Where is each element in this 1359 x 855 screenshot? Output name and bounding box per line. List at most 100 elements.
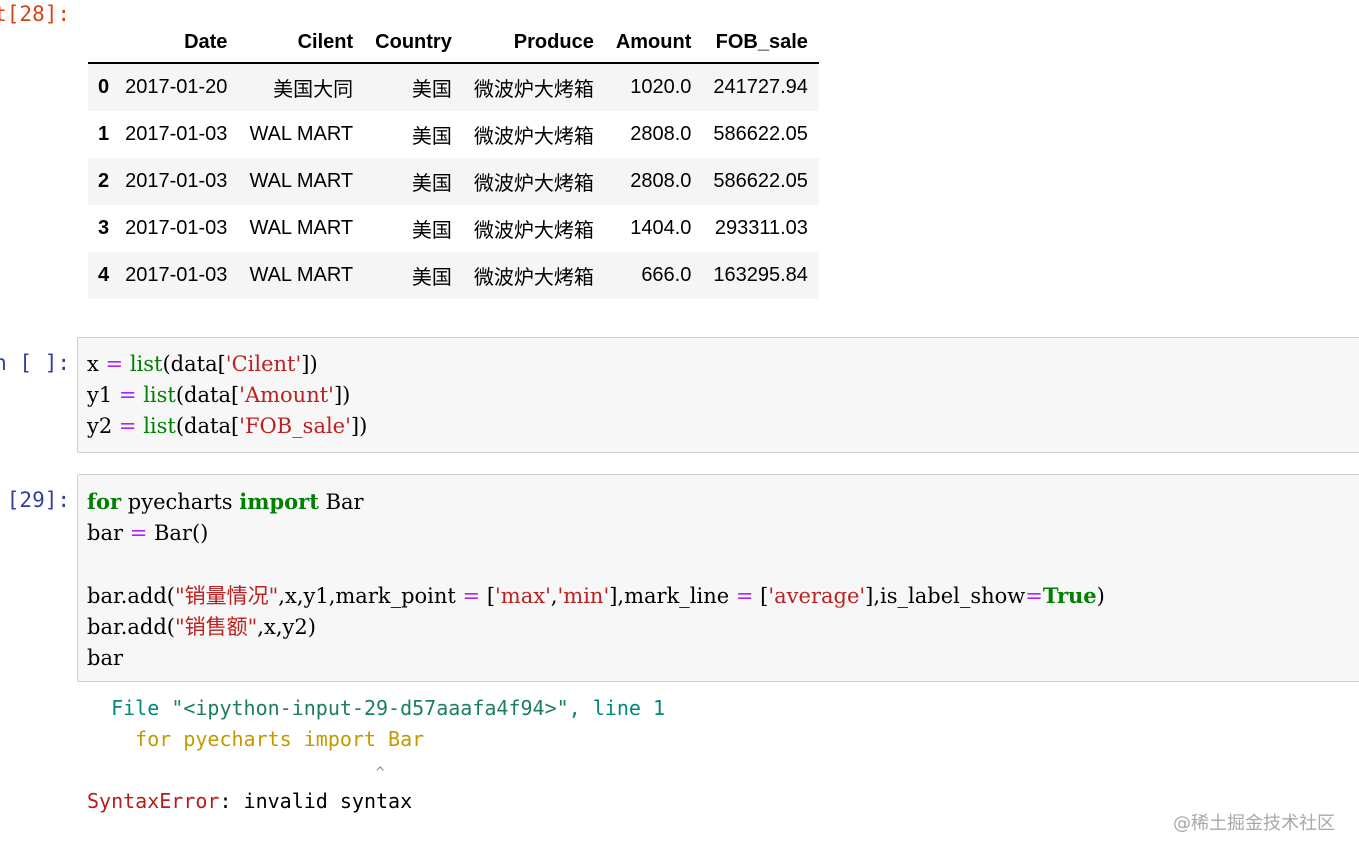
code-text: x	[87, 352, 106, 376]
table-row: 2 2017-01-03 WAL MART 美国 微波炉大烤箱 2808.0 5…	[88, 158, 819, 205]
code-text: ,x,y2)	[257, 615, 316, 639]
code-operator: =	[105, 352, 124, 376]
row-index: 3	[98, 217, 110, 239]
code-cell-2[interactable]: for pyecharts import Bar bar = Bar() bar…	[77, 474, 1359, 682]
cell-produce: 微波炉大烤箱	[473, 126, 594, 148]
error-message: : invalid syntax	[219, 789, 413, 813]
code-text: ])	[301, 352, 318, 376]
code-operator: =	[129, 521, 148, 545]
col-fob-header: FOB_sale	[715, 30, 808, 53]
cell-client: WAL MART	[249, 264, 354, 286]
input-prompt-29: [29]:	[6, 488, 70, 512]
col-country-header: Country	[375, 30, 452, 53]
code-text: bar	[87, 646, 124, 670]
code-text: ],is_label_show	[865, 584, 1026, 608]
code-text: y2	[87, 414, 119, 438]
cell-fob: 241727.94	[713, 76, 808, 98]
code-text: ])	[350, 414, 368, 438]
cell-client: 美国大同	[273, 79, 354, 101]
output-prompt-28: t[28]:	[0, 2, 70, 26]
col-amount-header: Amount	[615, 30, 692, 53]
cell-fob: 293311.03	[714, 217, 808, 239]
cell-fob: 586622.05	[713, 123, 808, 145]
code-keyword-true: True	[1042, 583, 1097, 608]
code-text: bar	[87, 521, 130, 545]
traceback-code-line: for pyecharts import Bar	[135, 727, 425, 751]
table-row: 3 2017-01-03 WAL MART 美国 微波炉大烤箱 1404.0 2…	[88, 205, 819, 252]
cell-country: 美国	[411, 173, 452, 195]
code-string: 'average'	[768, 584, 866, 608]
dataframe-table: Date Cilent Country Produce Amount FOB_s…	[88, 22, 819, 299]
col-produce-header: Produce	[513, 30, 594, 53]
table-header-row: Date Cilent Country Produce Amount FOB_s…	[88, 22, 819, 63]
code-string: "销售额"	[174, 615, 258, 639]
code-text: y1	[87, 383, 119, 407]
code-text: pyecharts	[121, 490, 240, 514]
cell-date: 2017-01-03	[125, 264, 228, 286]
error-name: SyntaxError	[87, 789, 220, 813]
row-index: 4	[98, 264, 110, 286]
cell-amount: 2808.0	[630, 123, 692, 145]
code-operator: =	[118, 383, 137, 407]
code-text: Bar()	[147, 521, 209, 545]
error-traceback: File "<ipython-input-29-d57aaafa4f94>", …	[87, 693, 665, 817]
cell-client: WAL MART	[249, 123, 354, 145]
col-date-header: Date	[184, 30, 228, 53]
code-string: 'max'	[495, 584, 551, 608]
code-string: 'Cilent'	[225, 352, 302, 376]
code-builtin: list	[129, 352, 163, 376]
code-text: (data[	[175, 383, 240, 407]
code-text: bar.add(	[87, 584, 175, 608]
code-text: (data[	[175, 414, 240, 438]
code-text: ,x,y1,mark_point	[278, 584, 463, 608]
watermark: @稀土掘金技术社区	[1173, 813, 1335, 834]
cell-amount: 1404.0	[630, 217, 692, 239]
cell-country: 美国	[411, 220, 452, 242]
row-index: 0	[98, 76, 110, 98]
cell-amount: 666.0	[641, 264, 692, 286]
row-index: 2	[98, 170, 110, 192]
col-client-header: Cilent	[297, 30, 354, 53]
code-operator: =	[735, 584, 754, 608]
code-operator: =	[462, 584, 481, 608]
cell-date: 2017-01-03	[125, 217, 228, 239]
code-text: [	[753, 584, 769, 608]
code-string: 'Amount'	[239, 383, 334, 407]
code-editor-1[interactable]: x = list(data['Cilent']) y1 = list(data[…	[87, 349, 367, 442]
cell-fob: 163295.84	[713, 264, 808, 286]
row-index: 1	[98, 123, 110, 145]
cell-country: 美国	[411, 79, 452, 101]
traceback-line-number: , line 1	[568, 696, 665, 720]
input-prompt-empty: n [ ]:	[0, 351, 70, 375]
cell-country: 美国	[411, 267, 452, 289]
cell-fob: 586622.05	[713, 170, 808, 192]
code-text: bar.add(	[87, 615, 175, 639]
cell-produce: 微波炉大烤箱	[473, 173, 594, 195]
code-cell-1[interactable]: x = list(data['Cilent']) y1 = list(data[…	[77, 337, 1359, 453]
code-string: 'min'	[557, 584, 610, 608]
code-builtin: list	[143, 414, 176, 438]
traceback-file-label: File	[111, 696, 160, 720]
cell-date: 2017-01-03	[125, 123, 228, 145]
code-text	[123, 352, 130, 376]
code-text: (data[	[162, 352, 226, 376]
traceback-file-name: "<ipython-input-29-d57aaafa4f94>"	[171, 696, 569, 720]
code-text: [	[480, 584, 496, 608]
table-row: 1 2017-01-03 WAL MART 美国 微波炉大烤箱 2808.0 5…	[88, 111, 819, 158]
code-keyword: for	[87, 489, 122, 514]
cell-date: 2017-01-03	[125, 170, 228, 192]
cell-amount: 2808.0	[630, 170, 692, 192]
code-string: "销量情况"	[174, 584, 279, 608]
code-operator: =	[118, 414, 137, 438]
code-builtin: list	[143, 383, 176, 407]
cell-produce: 微波炉大烤箱	[473, 267, 594, 289]
index-header	[88, 22, 117, 63]
code-operator: =	[1025, 584, 1043, 608]
cell-produce: 微波炉大烤箱	[473, 220, 594, 242]
table-row: 4 2017-01-03 WAL MART 美国 微波炉大烤箱 666.0 16…	[88, 252, 819, 299]
cell-country: 美国	[411, 126, 452, 148]
cell-produce: 微波炉大烤箱	[473, 79, 594, 101]
traceback-caret: ^	[375, 765, 385, 781]
code-text: ,	[550, 584, 558, 608]
code-editor-2[interactable]: for pyecharts import Bar bar = Bar() bar…	[87, 486, 1105, 674]
